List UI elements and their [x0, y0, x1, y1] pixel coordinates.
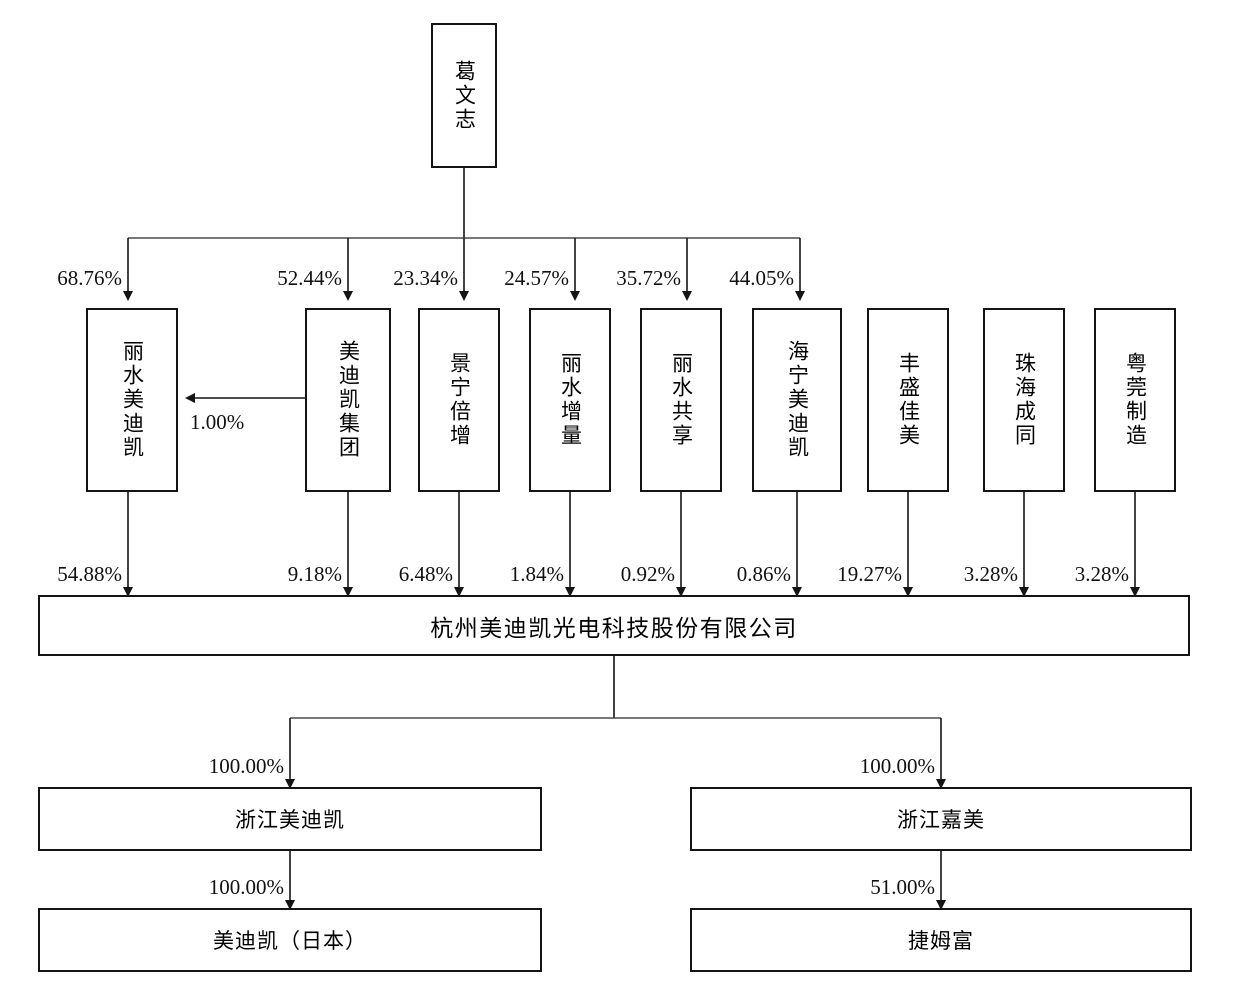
pct-sub-1: 100.00% [208, 754, 284, 778]
box-label: 丽水增量 [558, 352, 583, 448]
box-fengsheng-jiamei[interactable]: 丰盛佳美 [867, 308, 949, 492]
box-label: 丰盛佳美 [896, 352, 921, 448]
pct-subsub-1: 100.00% [208, 875, 284, 899]
pct-sub-2: 100.00% [859, 754, 935, 778]
pct-top-1: 68.76% [57, 266, 122, 290]
pct-company-9: 3.28% [1074, 562, 1129, 586]
box-label: 捷姆富 [908, 929, 974, 953]
box-label: 美迪凯（日本） [213, 929, 367, 953]
pct-company-1: 54.88% [57, 562, 122, 586]
box-label: 浙江嘉美 [897, 808, 985, 832]
box-label: 美迪凯集团 [336, 340, 361, 460]
box-ge-wen-zhi[interactable]: 葛文志 [431, 23, 497, 168]
pct-top-4: 24.57% [504, 266, 569, 290]
pct-company-6: 0.86% [736, 562, 791, 586]
pct-subsub-2: 51.00% [870, 875, 935, 899]
box-label: 景宁倍增 [447, 352, 472, 448]
box-label: 珠海成同 [1012, 352, 1037, 448]
pct-company-3: 6.48% [398, 562, 453, 586]
box-label: 浙江美迪凯 [235, 808, 345, 832]
box-label: 粤莞制造 [1123, 352, 1148, 448]
box-lishui-gongxiang[interactable]: 丽水共享 [640, 308, 722, 492]
pct-company-2: 9.18% [287, 562, 342, 586]
box-haining-meidikai[interactable]: 海宁美迪凯 [752, 308, 842, 492]
pct-top-5: 35.72% [616, 266, 681, 290]
box-lishui-zengliang[interactable]: 丽水增量 [529, 308, 611, 492]
box-lishui-meidikai[interactable]: 丽水美迪凯 [86, 308, 178, 492]
box-jiemufu[interactable]: 捷姆富 [690, 908, 1192, 972]
pct-company-7: 19.27% [837, 562, 902, 586]
box-hangzhou-meidikai[interactable]: 杭州美迪凯光电科技股份有限公司 [38, 595, 1190, 656]
pct-top-3: 23.34% [393, 266, 458, 290]
pct-company-8: 3.28% [963, 562, 1018, 586]
box-meidikai-jituan[interactable]: 美迪凯集团 [305, 308, 391, 492]
box-label: 海宁美迪凯 [785, 340, 810, 460]
box-meidikai-japan[interactable]: 美迪凯（日本） [38, 908, 542, 972]
box-label: 葛文志 [452, 59, 477, 132]
pct-company-5: 0.92% [620, 562, 675, 586]
pct-cross-1: 1.00% [190, 410, 245, 434]
pct-top-2: 52.44% [277, 266, 342, 290]
pct-top-6: 44.05% [729, 266, 794, 290]
box-zhejiang-meidikai[interactable]: 浙江美迪凯 [38, 787, 542, 851]
box-zhuhai-chengtong[interactable]: 珠海成同 [983, 308, 1065, 492]
box-jingning-beizeng[interactable]: 景宁倍增 [418, 308, 500, 492]
box-label: 丽水美迪凯 [120, 340, 145, 460]
box-label: 丽水共享 [669, 352, 694, 448]
box-yueguan-zhizao[interactable]: 粤莞制造 [1094, 308, 1176, 492]
box-zhejiang-jiamei[interactable]: 浙江嘉美 [690, 787, 1192, 851]
pct-company-4: 1.84% [509, 562, 564, 586]
box-label: 杭州美迪凯光电科技股份有限公司 [430, 615, 798, 641]
